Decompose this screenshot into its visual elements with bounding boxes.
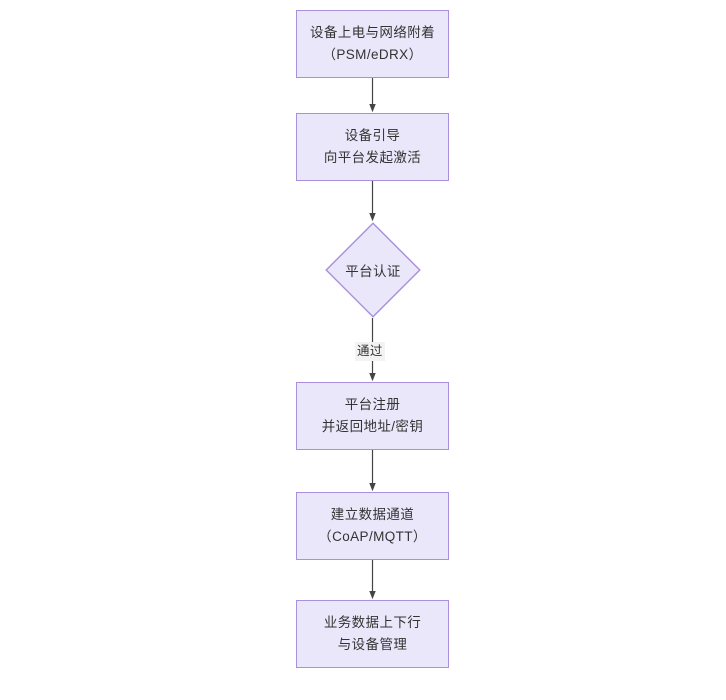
node-label: 平台注册 并返回地址/密钥 [321, 397, 424, 434]
edge-label-pass: 通过 [355, 342, 385, 361]
node-label: 建立数据通道 （CoAP/MQTT） [318, 507, 427, 544]
node-device-bootstrap[interactable]: 设备引导 向平台发起激活 [296, 113, 449, 181]
decision-label: 平台认证 [345, 264, 401, 279]
node-label: 业务数据上下行 与设备管理 [323, 615, 422, 652]
node-device-power-on[interactable]: 设备上电与网络附着 （PSM/eDRX） [296, 10, 449, 78]
node-label: 设备上电与网络附着 （PSM/eDRX） [309, 25, 436, 62]
diamond-shape [325, 222, 421, 318]
node-platform-authentication[interactable]: 平台认证 [325, 222, 421, 318]
node-business-data-and-device-management[interactable]: 业务数据上下行 与设备管理 [296, 600, 449, 668]
node-platform-registration[interactable]: 平台注册 并返回地址/密钥 [296, 382, 449, 450]
node-establish-data-channel[interactable]: 建立数据通道 （CoAP/MQTT） [296, 492, 449, 560]
node-label: 设备引导 向平台发起激活 [323, 128, 422, 165]
